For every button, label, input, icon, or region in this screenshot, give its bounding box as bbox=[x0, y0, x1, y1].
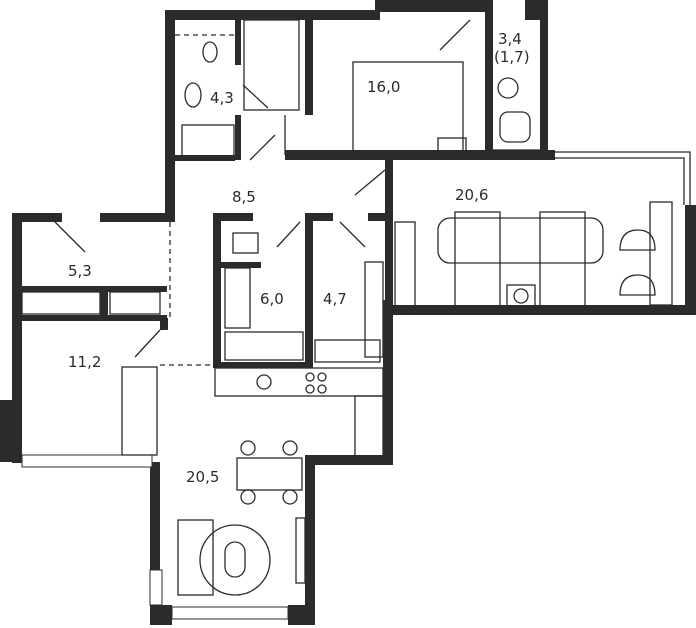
area-label-entry: 5,3 bbox=[68, 262, 92, 280]
doors bbox=[54, 19, 471, 366]
room-labels: 4,3 16,0 3,4 (1,7) 8,5 20,6 5,3 6,0 4,7 … bbox=[68, 30, 530, 486]
fixtures bbox=[21, 19, 673, 596]
area-label-hallway: 8,5 bbox=[232, 188, 256, 206]
area-label-balcony-reduced: (1,7) bbox=[494, 48, 530, 66]
windows bbox=[21, 149, 691, 620]
area-label-balcony: 3,4 bbox=[498, 30, 522, 48]
area-label-bedroom-small: 11,2 bbox=[68, 353, 101, 371]
area-label-bathroom: 6,0 bbox=[260, 290, 284, 308]
area-label-kitchen-living: 20,5 bbox=[186, 468, 219, 486]
area-label-bedroom-large: 20,6 bbox=[455, 186, 488, 204]
area-label-bedroom: 16,0 bbox=[367, 78, 400, 96]
area-label-bathroom-small: 4,3 bbox=[210, 89, 234, 107]
area-label-storage: 4,7 bbox=[323, 290, 347, 308]
